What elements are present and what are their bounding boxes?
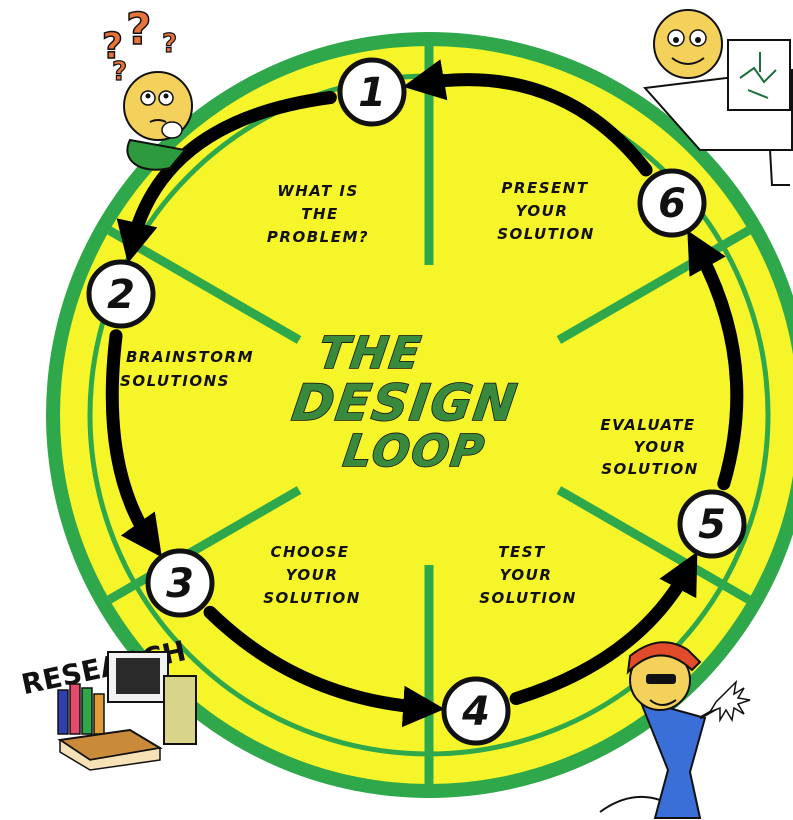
arrow-2-to-3 (105, 329, 162, 558)
step-node-3: 3 (145, 548, 215, 618)
wheel-spoke (556, 486, 751, 604)
step-node-circle (441, 676, 511, 746)
thinking-face-icon: ? ? ? ? (101, 3, 193, 171)
step-label-6: PRESENT YOUR SOLUTION (497, 179, 595, 243)
arrow-3-to-4 (203, 605, 445, 728)
step-number: 4 (461, 689, 490, 735)
step-number: 5 (698, 502, 726, 548)
title-line-1: THE (315, 328, 425, 379)
step-node-1: 1 (337, 57, 407, 127)
step-3-line-1: CHOOSE (270, 543, 349, 561)
step-6-line-1: PRESENT (501, 179, 588, 197)
step-label-5: EVALUATE YOUR SOLUTION (600, 416, 699, 478)
svg-text:?: ? (162, 29, 177, 59)
step-number: 6 (658, 181, 686, 227)
step-5-line-3: SOLUTION (601, 460, 699, 478)
step-1-line-2: THE (301, 205, 339, 223)
step-node-2: 2 (86, 259, 156, 329)
step-node-circle (86, 259, 156, 329)
step-2-line-1: BRAINSTORM (126, 348, 254, 366)
arrow-6-to-1 (402, 59, 653, 177)
step-4-line-2: YOUR (500, 566, 553, 584)
step-5-line-1: EVALUATE (600, 416, 695, 434)
step-3-line-2: YOUR (286, 566, 339, 584)
step-3-line-3: SOLUTION (263, 589, 361, 607)
step-number: 2 (107, 272, 135, 318)
center-title: THE DESIGN LOOP (288, 327, 523, 477)
arrow-5-to-6 (687, 230, 744, 491)
step-1-line-1: WHAT IS (277, 182, 359, 200)
step-5-line-2: YOUR (634, 438, 687, 456)
wheel-spoke (107, 486, 302, 604)
svg-text:?: ? (102, 26, 123, 67)
step-nodes: 1 2 3 4 5 6 (86, 57, 747, 746)
step-2-line-2: SOLUTIONS (120, 372, 230, 390)
step-6-line-3: SOLUTION (497, 225, 595, 243)
presenter-icon (642, 9, 793, 186)
step-number: 1 (358, 70, 386, 116)
step-label-4: TEST YOUR SOLUTION (479, 543, 577, 607)
step-node-5: 5 (677, 489, 747, 559)
welder-icon (599, 641, 751, 819)
step-node-circle (145, 548, 215, 618)
step-node-circle (337, 57, 407, 127)
step-label-1: WHAT IS THE PROBLEM? (267, 182, 369, 246)
arrow-1-to-2 (116, 90, 337, 264)
step-4-line-1: TEST (498, 543, 546, 561)
step-label-3: CHOOSE YOUR SOLUTION (263, 543, 361, 607)
step-node-circle (677, 489, 747, 559)
step-node-circle (637, 168, 707, 238)
title-line-2: DESIGN (289, 373, 522, 432)
step-label-2: BRAINSTORM SOLUTIONS (120, 348, 254, 390)
step-node-6: 6 (637, 168, 707, 238)
step-4-line-3: SOLUTION (479, 589, 577, 607)
computer-books-icon: RESEARCH (19, 634, 197, 771)
step-1-line-3: PROBLEM? (267, 228, 369, 246)
loop-arrows (105, 59, 744, 728)
wheel-body (60, 46, 793, 784)
arrow-4-to-5 (509, 551, 698, 706)
svg-text:?: ? (112, 57, 127, 87)
step-number: 3 (166, 561, 194, 607)
title-line-3: LOOP (340, 426, 489, 477)
svg-text:?: ? (126, 4, 152, 55)
step-6-line-2: YOUR (516, 202, 569, 220)
step-node-4: 4 (441, 676, 511, 746)
